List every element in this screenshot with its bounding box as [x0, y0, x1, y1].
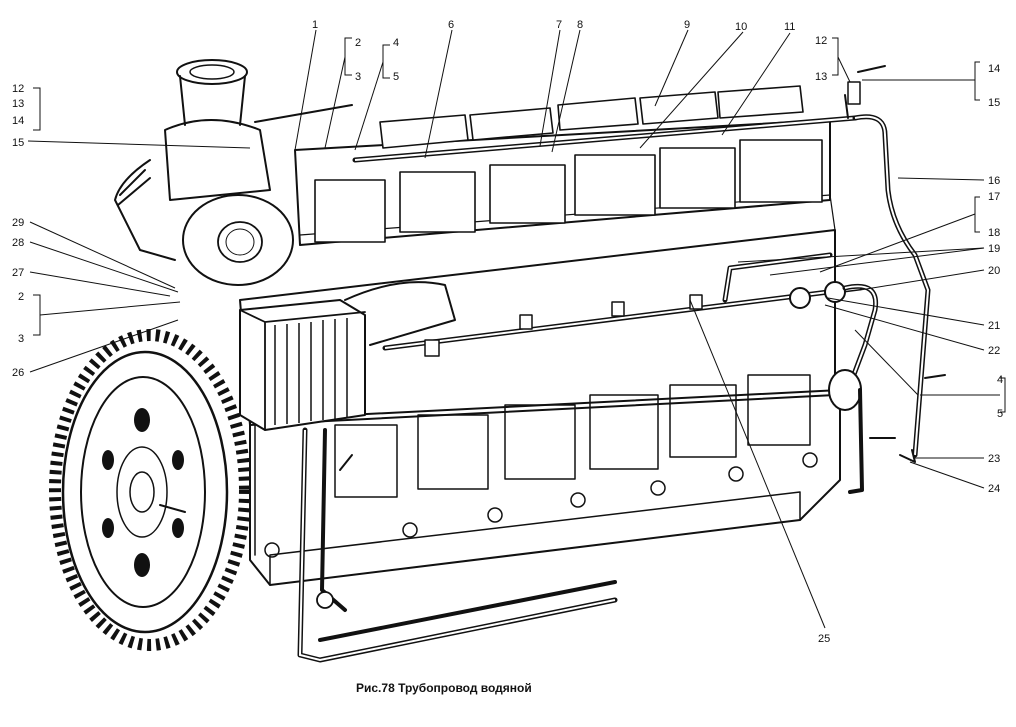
callout-12-top: 12	[815, 35, 827, 47]
callout-5-right: 5	[997, 408, 1003, 420]
callout-15-left: 15	[12, 137, 24, 149]
callout-9: 9	[684, 19, 690, 31]
callout-18: 18	[988, 227, 1000, 239]
callout-21: 21	[988, 320, 1000, 332]
callout-17: 17	[988, 191, 1000, 203]
callout-29: 29	[12, 217, 24, 229]
mounting-bolts	[264, 452, 818, 558]
pipe-clamps	[424, 294, 703, 357]
drain-pipes	[297, 427, 618, 663]
callout-23: 23	[988, 453, 1000, 465]
callout-12-left: 12	[12, 83, 24, 95]
callout-15-right: 15	[988, 97, 1000, 109]
callout-6: 6	[448, 19, 454, 31]
callout-13-top: 13	[815, 71, 827, 83]
callout-27: 27	[12, 267, 24, 279]
callout-7: 7	[556, 19, 562, 31]
callout-24: 24	[988, 483, 1000, 495]
callout-5-top: 5	[393, 71, 399, 83]
lower-water-pipe	[382, 252, 946, 494]
callout-4-top: 4	[393, 37, 399, 49]
callout-labels: 12 13 14 15 1 2 3 4 5 6 7 8 9 10 11 12 1…	[12, 19, 1003, 645]
figure-caption: Рис.78 Трубопровод водяной	[356, 681, 532, 695]
callout-4-right: 4	[997, 374, 1003, 386]
leader-lines	[27, 29, 1006, 629]
callout-13-left: 13	[12, 98, 24, 110]
turbocharger	[114, 59, 294, 286]
cylinder-head-covers	[294, 85, 831, 246]
callout-14-right: 14	[988, 63, 1000, 75]
air-cooler	[239, 281, 456, 431]
callout-25: 25	[818, 633, 830, 645]
engine-illustration	[49, 59, 946, 663]
callout-10: 10	[735, 21, 747, 33]
callout-20: 20	[988, 265, 1000, 277]
callout-2-left: 2	[18, 291, 24, 303]
callout-3-top: 3	[355, 71, 361, 83]
flywheel	[49, 329, 251, 651]
callout-1: 1	[312, 19, 318, 31]
callout-11: 11	[784, 21, 795, 33]
callout-19: 19	[988, 243, 1000, 255]
callout-22: 22	[988, 345, 1000, 357]
callout-3-left: 3	[18, 333, 24, 345]
callout-26: 26	[12, 367, 24, 379]
callout-16: 16	[988, 175, 1000, 187]
callout-14-left: 14	[12, 115, 24, 127]
top-water-pipe	[254, 65, 931, 458]
callout-8: 8	[577, 19, 583, 31]
callout-28: 28	[12, 237, 24, 249]
callout-2-top: 2	[355, 37, 361, 49]
crankcase-panels	[334, 374, 811, 498]
